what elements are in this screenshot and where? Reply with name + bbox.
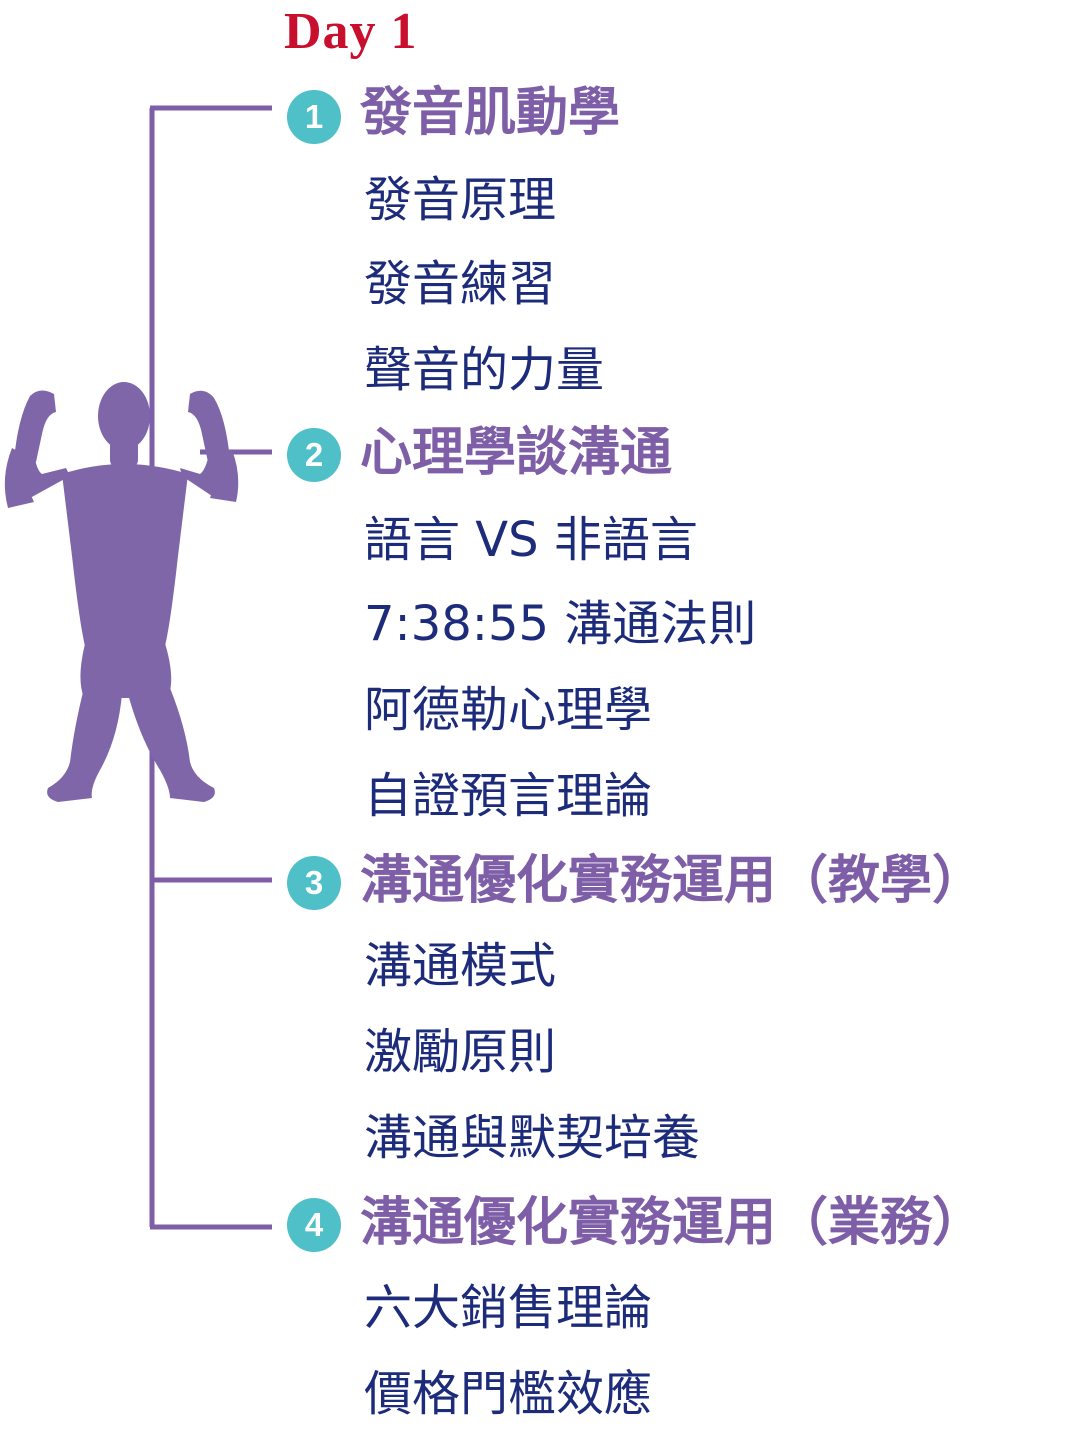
section-1-item-2: 發音練習 xyxy=(364,256,557,312)
section-3-heading: 溝通優化實務運用（教學） xyxy=(360,851,985,911)
section-3-item-1: 溝通模式 xyxy=(364,938,557,994)
section-4-number-badge: 4 xyxy=(287,1198,341,1252)
section-3-item-2: 激勵原則 xyxy=(364,1024,557,1080)
section-1-number-badge: 1 xyxy=(287,90,341,144)
section-3-item-3: 溝通與默契培養 xyxy=(364,1110,701,1166)
section-3-number-badge: 3 xyxy=(287,856,341,910)
section-1-item-3: 聲音的力量 xyxy=(364,342,605,398)
section-1-item-1: 發音原理 xyxy=(364,172,557,228)
section-2-number-badge: 2 xyxy=(287,428,341,482)
section-4-item-2: 價格門檻效應 xyxy=(364,1366,653,1422)
section-2-heading: 心理學談溝通 xyxy=(360,423,673,483)
day-title: Day 1 xyxy=(284,3,418,60)
section-2-item-4: 自證預言理論 xyxy=(364,768,653,824)
section-4-item-1: 六大銷售理論 xyxy=(364,1280,653,1336)
section-2-item-1: 語言 VS 非語言 xyxy=(364,512,698,568)
section-2-item-3: 阿德勒心理學 xyxy=(364,682,653,738)
flexing-person-silhouette-icon xyxy=(4,382,239,802)
section-1-heading: 發音肌動學 xyxy=(360,83,621,143)
section-2-item-2: 7:38:55 溝通法則 xyxy=(364,596,757,652)
section-4-heading: 溝通優化實務運用（業務） xyxy=(360,1193,985,1253)
